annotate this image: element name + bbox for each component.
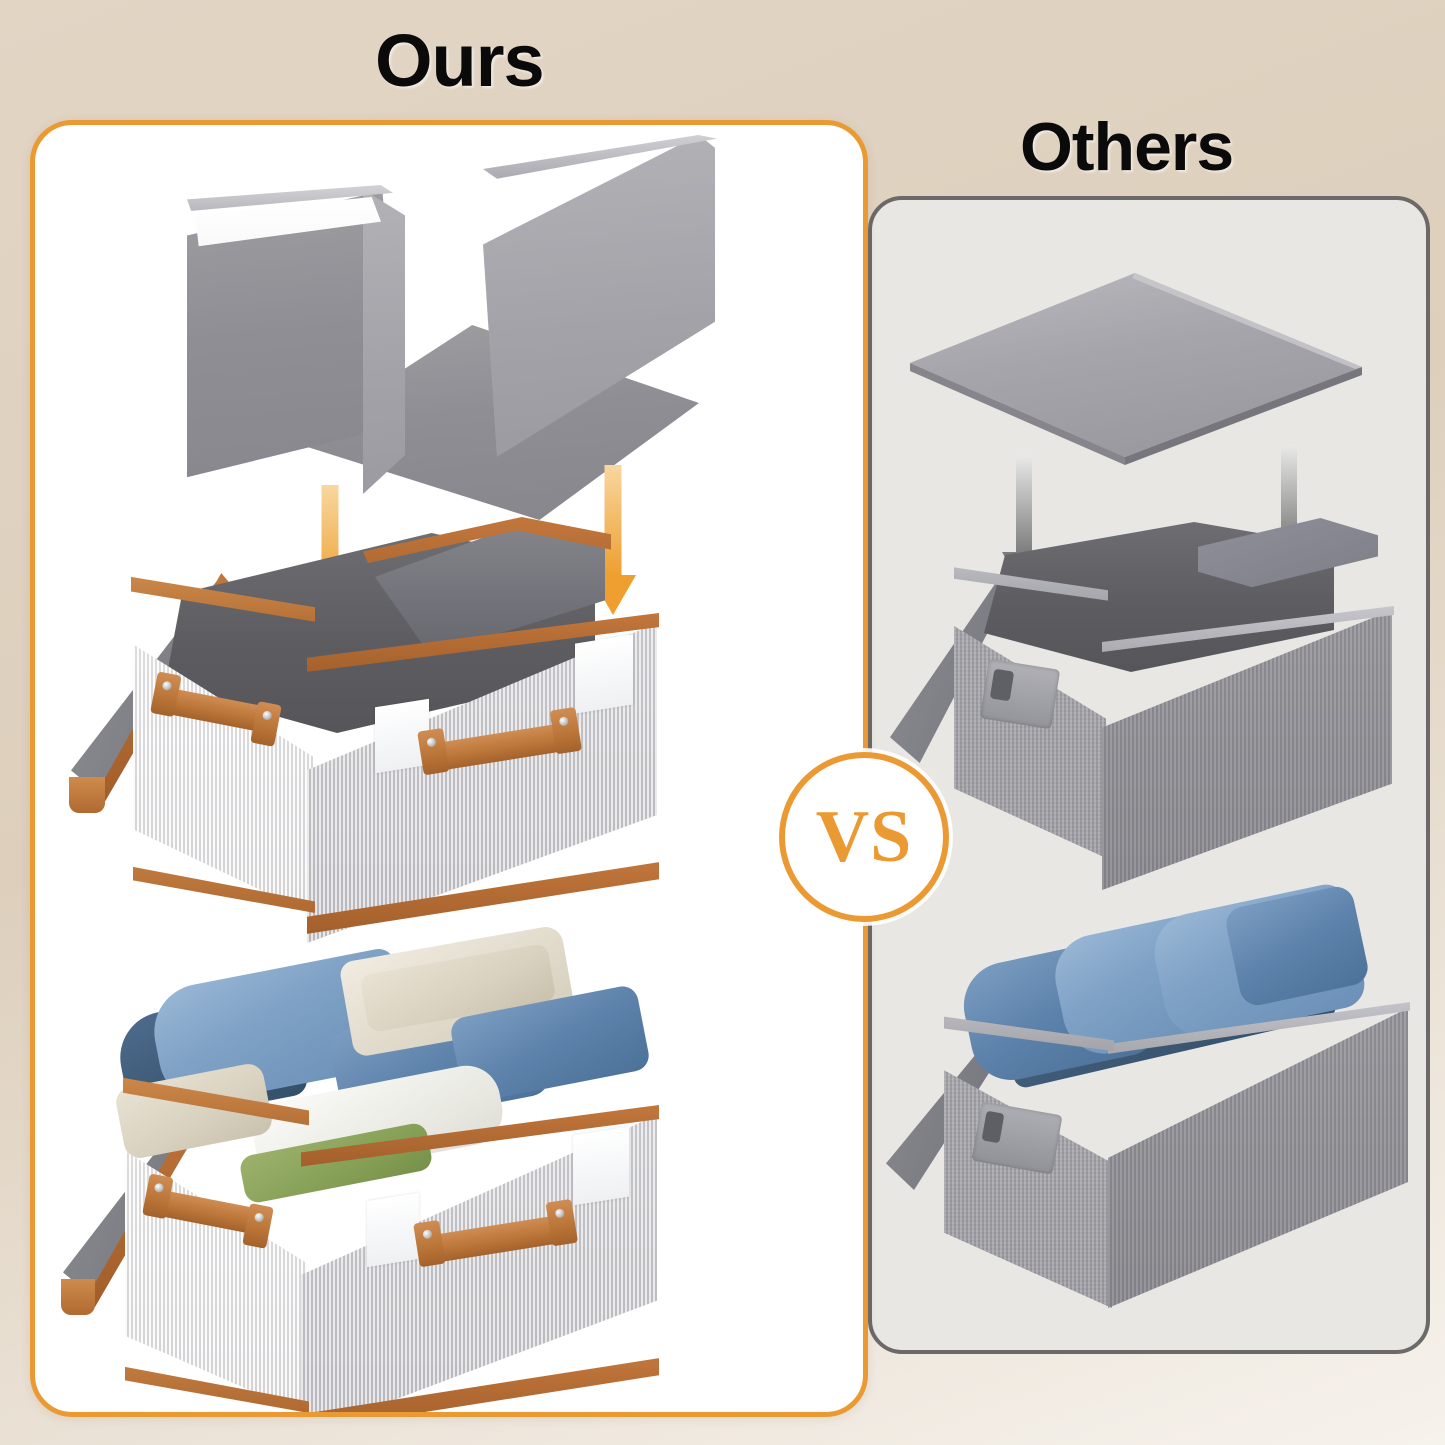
- label-patch-front: [367, 1192, 419, 1268]
- box-lid-corner-tab: [69, 777, 105, 813]
- vs-badge: VS: [779, 752, 949, 922]
- storage-box-filled-with-clothes: [45, 924, 735, 1412]
- grey-storage-box-filled-with-jeans: [880, 880, 1425, 1320]
- page-title-others: Others: [1020, 109, 1234, 185]
- insert-left-wall-side: [363, 189, 405, 495]
- u-shaped-reinforcement-insert: [175, 135, 735, 545]
- panel-ours-content: [35, 125, 863, 1412]
- panel-others: [868, 196, 1430, 1354]
- panel-ours: [30, 120, 868, 1417]
- panel-others-content: [872, 200, 1426, 1350]
- flat-board-svg: [910, 273, 1362, 465]
- label-patch-right: [575, 634, 633, 714]
- handle-tab-left: [417, 727, 450, 776]
- flat-single-board: [900, 255, 1370, 470]
- arrow-shaft: [1281, 445, 1297, 542]
- storage-box-open-with-leather-trim: [45, 495, 725, 945]
- page-title-ours: Ours: [375, 19, 545, 102]
- vs-badge-label: VS: [815, 796, 913, 878]
- handle-tab-left: [413, 1219, 446, 1268]
- box-lid-corner-tab: [61, 1279, 95, 1315]
- grey-storage-box-open: [880, 500, 1420, 890]
- label-patch-right: [573, 1126, 629, 1206]
- arrow-shaft: [1016, 455, 1032, 552]
